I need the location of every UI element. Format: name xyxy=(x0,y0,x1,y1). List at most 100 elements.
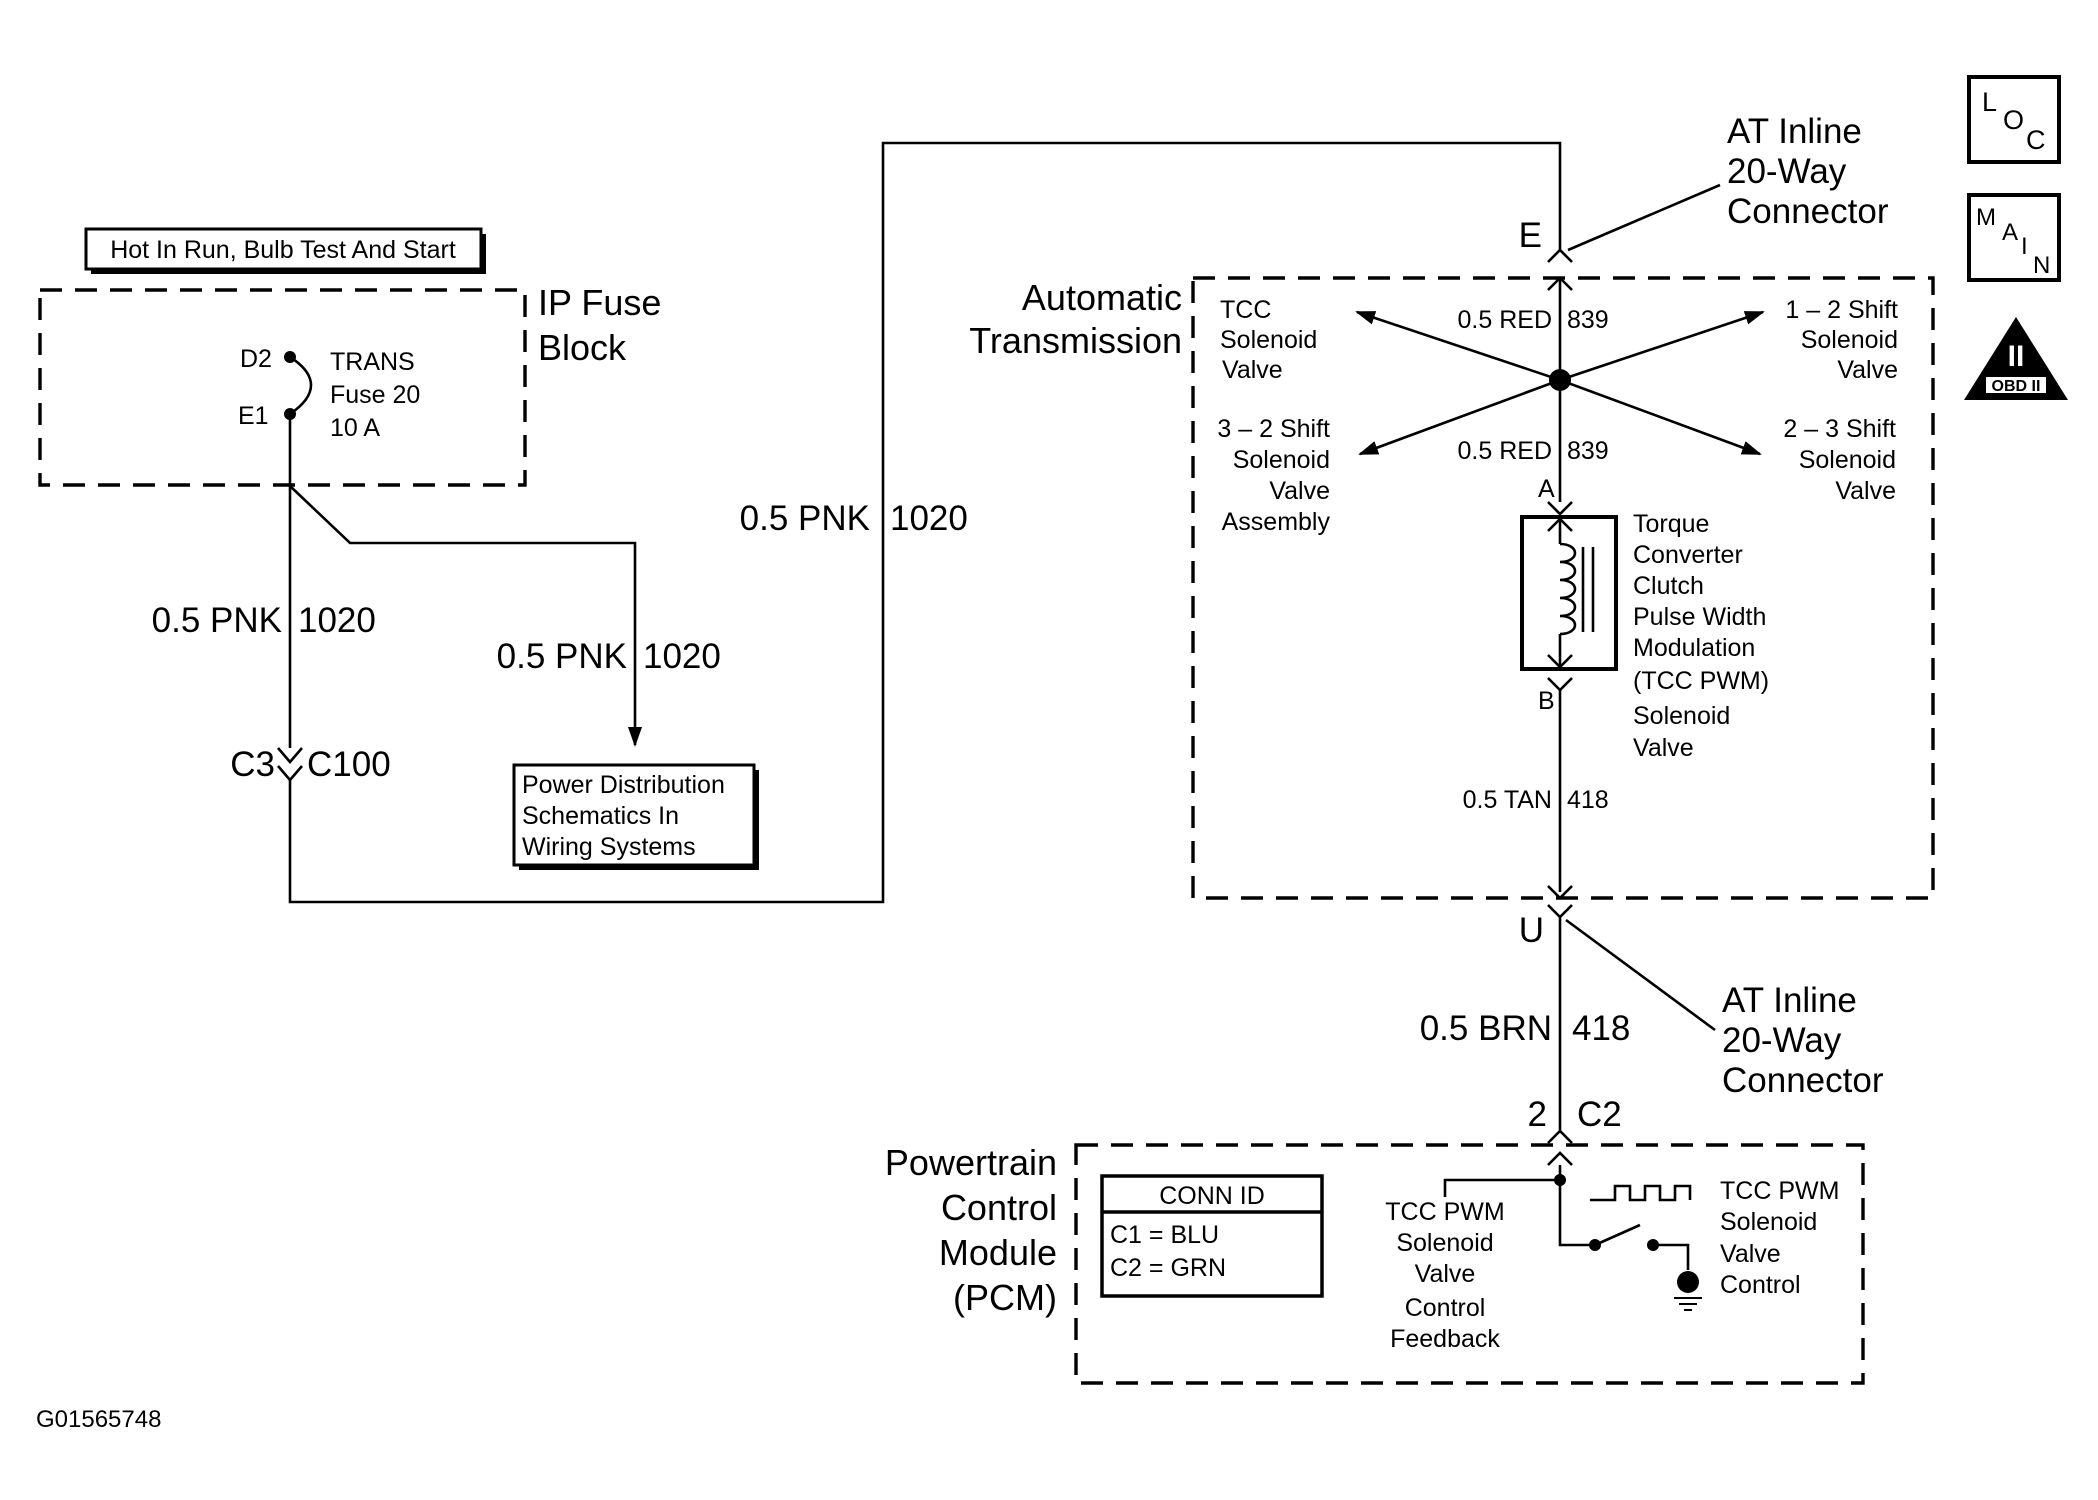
obd-numeral: II xyxy=(2008,340,2025,373)
conn-id-title: CONN ID xyxy=(1159,1182,1265,1210)
fuse-label-3: 10 A xyxy=(330,414,380,442)
shift-12-label-3: Valve xyxy=(1837,356,1898,384)
branch-to-tcc-solenoid xyxy=(1355,310,1561,382)
feedback-label-1: TCC PWM xyxy=(1385,1198,1504,1226)
at-inline-top-label-1: AT Inline xyxy=(1727,112,1862,151)
loc-letter-2: O xyxy=(2003,105,2024,135)
c100-pin: C3 xyxy=(230,745,275,784)
pcm-label-2: Control xyxy=(941,1187,1057,1228)
fuse-terminal-d2: D2 xyxy=(240,345,272,373)
wire-pnk-pd-circuit: 1020 xyxy=(643,637,721,676)
power-distribution-box[interactable]: Power Distribution Schematics In Wiring … xyxy=(512,763,759,870)
pwm-solenoid-label-1: Torque xyxy=(1633,510,1709,538)
feedback-label-5: Feedback xyxy=(1390,1325,1500,1353)
shift-23-label-2: Solenoid xyxy=(1799,446,1896,474)
wire-pnk-pd-gauge: 0.5 PNK xyxy=(497,637,627,676)
wire-tan-circuit: 418 xyxy=(1567,786,1609,814)
wire-pnk-fuse-circuit: 1020 xyxy=(298,601,376,640)
conn-id-table: CONN ID C1 = BLU C2 = GRN xyxy=(1100,1174,1324,1298)
branch-to-12-shift-solenoid xyxy=(1559,310,1765,382)
main-letter-2: A xyxy=(2002,219,2018,246)
control-label-2: Solenoid xyxy=(1720,1208,1817,1236)
main-letter-3: I xyxy=(2021,233,2028,260)
shift-23-label-1: 2 – 3 Shift xyxy=(1783,415,1896,443)
pcm-c2-connector-symbol xyxy=(1547,1129,1573,1166)
c100-name: C100 xyxy=(307,745,391,784)
wire-red-lower-gauge: 0.5 RED xyxy=(1458,437,1552,465)
shift-12-label-1: 1 – 2 Shift xyxy=(1785,296,1898,324)
pcm-connector: C2 xyxy=(1577,1095,1622,1134)
at-inline-top-label-3: Connector xyxy=(1727,192,1889,231)
fuse-label-1: TRANS xyxy=(330,348,415,376)
pcm-label-1: Powertrain xyxy=(885,1142,1057,1183)
ground-symbol xyxy=(1674,1271,1702,1311)
main-letter-1: M xyxy=(1976,204,1996,231)
trans-fuse-symbol xyxy=(284,351,313,420)
feedback-label-3: Valve xyxy=(1415,1260,1476,1288)
shift-32-label-1: 3 – 2 Shift xyxy=(1217,415,1330,443)
wire-pnk-1020-to-transmission xyxy=(288,141,1562,904)
shift-12-label-2: Solenoid xyxy=(1801,326,1898,354)
wire-brn-gauge: 0.5 BRN xyxy=(1420,1009,1552,1048)
tcc-solenoid-label-1: TCC xyxy=(1220,296,1271,324)
wire-feedback-branch xyxy=(1443,1165,1562,1197)
at-inline-top-pin: E xyxy=(1519,216,1542,255)
feedback-label-2: Solenoid xyxy=(1396,1229,1493,1257)
power-dist-line-3: Wiring Systems xyxy=(522,833,696,861)
shift-32-label-3: Valve xyxy=(1269,477,1330,505)
main-icon[interactable]: M A I N xyxy=(1967,193,2061,282)
at-inline-bottom-leader xyxy=(1565,918,1716,1032)
wire-pnk-trans-gauge: 0.5 PNK xyxy=(740,499,870,538)
pcm-outline xyxy=(1074,1143,1865,1385)
conn-id-row-1: C1 = BLU xyxy=(1110,1221,1219,1249)
obd-label: OBD II xyxy=(1992,378,2041,395)
pwm-solenoid-label-3: Clutch xyxy=(1633,572,1704,600)
loc-icon[interactable]: L O C xyxy=(1967,75,2061,164)
loc-letter-3: C xyxy=(2026,125,2046,155)
wire-control-branch xyxy=(1558,1180,1595,1247)
c100-connector-symbol xyxy=(277,747,303,782)
wire-red-upper-gauge: 0.5 RED xyxy=(1458,306,1552,334)
control-label-1: TCC PWM xyxy=(1720,1177,1839,1205)
pwm-solenoid-label-4: Pulse Width xyxy=(1633,603,1766,631)
pwm-solenoid-label-6: (TCC PWM) xyxy=(1633,667,1769,695)
at-inline-bottom-pin: U xyxy=(1519,911,1544,950)
ip-fuse-block-outline xyxy=(38,288,527,487)
at-inline-bottom-label-2: 20-Way xyxy=(1722,1021,1842,1060)
shift-32-label-2: Solenoid xyxy=(1233,446,1330,474)
at-inline-top-label-2: 20-Way xyxy=(1727,152,1847,191)
automatic-transmission-outline xyxy=(1191,276,1935,900)
wire-red-lower-circuit: 839 xyxy=(1567,437,1609,465)
branch-to-32-shift-solenoid xyxy=(1358,378,1561,456)
hot-in-run-text: Hot In Run, Bulb Test And Start xyxy=(110,236,456,264)
ip-fuse-block-label-1: IP Fuse xyxy=(538,282,661,323)
ip-fuse-block-label-2: Block xyxy=(538,327,627,368)
wire-pnk-trans-circuit: 1020 xyxy=(890,499,968,538)
automatic-transmission-label-2: Transmission xyxy=(969,320,1182,361)
conn-id-row-2: C2 = GRN xyxy=(1110,1254,1226,1282)
feedback-label-4: Control xyxy=(1405,1294,1486,1322)
wire-pnk-fuse-gauge: 0.5 PNK xyxy=(152,601,282,640)
pwm-solenoid-label-7: Solenoid xyxy=(1633,702,1730,730)
pwm-solenoid-pin-b: B xyxy=(1538,687,1555,715)
shift-32-label-4: Assembly xyxy=(1222,508,1331,536)
pwm-waveform-icon xyxy=(1590,1184,1692,1202)
control-label-3: Valve xyxy=(1720,1240,1781,1268)
shift-23-label-3: Valve xyxy=(1835,477,1896,505)
pwm-solenoid-pin-a: A xyxy=(1538,475,1555,503)
obd-ii-icon[interactable]: II OBD II xyxy=(1964,317,2068,400)
pwm-solenoid-label-2: Converter xyxy=(1633,541,1743,569)
power-dist-line-1: Power Distribution xyxy=(522,771,725,799)
wire-red-upper-circuit: 839 xyxy=(1567,306,1609,334)
tcc-pwm-solenoid-symbol[interactable] xyxy=(1520,501,1618,692)
figure-id: G01565748 xyxy=(36,1406,161,1433)
pcm-label-4: (PCM) xyxy=(953,1277,1057,1318)
automatic-transmission-label-1: Automatic xyxy=(1022,277,1182,318)
wire-pnk-1020-to-power-dist xyxy=(289,485,642,747)
fuse-terminal-e1: E1 xyxy=(238,402,269,430)
hot-in-run-label-box: Hot In Run, Bulb Test And Start xyxy=(84,227,486,274)
fuse-label-2: Fuse 20 xyxy=(330,381,420,409)
pwm-solenoid-label-5: Modulation xyxy=(1633,634,1755,662)
pwm-solenoid-label-8: Valve xyxy=(1633,734,1694,762)
